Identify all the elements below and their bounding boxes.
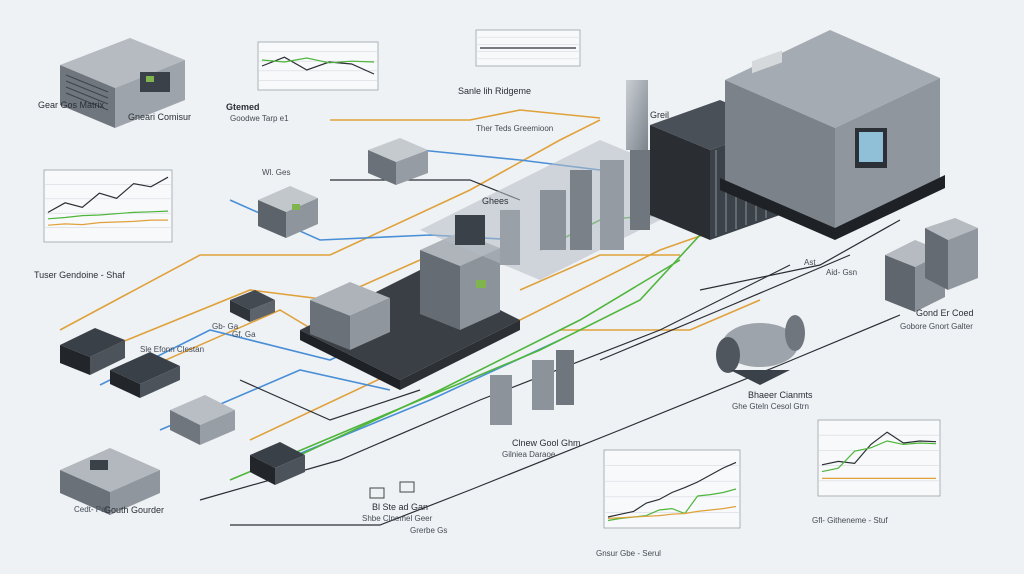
pipe-orange: [89, 259, 421, 356]
bottom-left-caption: Gouth Gourder: [104, 505, 165, 515]
right-chart-caption: Gfl- Githeneme - Stuf: [812, 516, 888, 525]
pipe-network: [59, 109, 901, 526]
chart-bottom-right: [817, 419, 941, 497]
right-unit: [885, 218, 978, 312]
pipe-orange: [330, 109, 601, 121]
chart-frame: [43, 169, 173, 243]
chart-bottom-center: [603, 449, 741, 529]
pipe-manifold: [420, 140, 720, 280]
pipe-orange: [519, 254, 680, 291]
motor-sublabel: Ghe Gteln Cesol Gtrn: [732, 402, 809, 411]
chart-series-line: [47, 176, 169, 213]
control-cabinet: [720, 30, 945, 240]
chart-series-line: [821, 431, 937, 466]
bottom-center-caption: Clnew Gool Ghm: [512, 438, 581, 448]
wire: [699, 219, 901, 291]
bottom-center-sublabel: Gilniea Daraoe: [502, 450, 556, 459]
pumps: [490, 350, 574, 425]
chart-top-left: [257, 41, 379, 91]
bottom-chart-caption: Gnsur Gbe - Serul: [596, 549, 661, 558]
chart-series-line: [261, 56, 375, 75]
left-unit-sublabel: Goodwe Tarp e1: [230, 114, 289, 123]
left-mid-tag: Gf. Ga: [232, 330, 256, 339]
motor-caption: Bhaeer Cianmts: [748, 390, 813, 400]
wire: [599, 254, 851, 361]
left-unit-caption-2: Sle Efonn Clestan: [140, 345, 205, 354]
motor: [716, 315, 805, 385]
wire: [230, 314, 901, 526]
chart-frame: [817, 419, 941, 497]
top-chart-caption: Sanle lih Ridgeme: [458, 86, 532, 96]
top-left-machine-label: Gear Gos Matrix: [38, 100, 105, 110]
pipe-green: [229, 234, 701, 481]
chart-series-line: [261, 57, 375, 64]
pipe-green: [299, 259, 681, 456]
right-unit-sublabel: Gobore Gnort Galter: [900, 322, 973, 331]
chart-top-center: [475, 29, 581, 67]
left-chart-caption: Tuser Gendoine - Shaf: [34, 270, 125, 280]
top-chart-sublabel: Ther Teds Greemioon: [476, 124, 554, 133]
bottom-cards-caption: Bl Ste ad Gan: [372, 502, 429, 512]
bottom-cards-sublabel: Shbe Clnemel Geer: [362, 514, 433, 523]
chart-series-line: [47, 210, 169, 220]
chart-series-line: [821, 440, 937, 473]
chart-left: [43, 169, 173, 243]
chart-series-line: [607, 505, 737, 519]
chart-series-line: [607, 461, 737, 518]
left-unit: [258, 186, 318, 238]
bottom-left-sublabel: Cedt- Pal: [74, 505, 108, 514]
left-unit-caption: Gtemed: [226, 102, 260, 112]
center-tag: Ghees: [482, 196, 509, 206]
mid-left-components: [60, 290, 305, 515]
pipe-orange: [560, 299, 761, 331]
right-unit-caption: Gond Er Coed: [916, 308, 974, 318]
left-tag-b: Gb- Ga: [212, 322, 239, 331]
top-left-machine: [60, 38, 185, 128]
right-tag-b: Aid- Gsn: [826, 268, 858, 277]
top-sensor: [368, 138, 428, 185]
wire: [239, 379, 421, 421]
chart-series-line: [47, 219, 168, 226]
legend-cards: [369, 481, 415, 499]
top-right-label: Greil: [650, 110, 670, 120]
chart-frame: [603, 449, 741, 529]
left-tag-a: Wl. Ges: [262, 168, 291, 177]
top-left-machine-sublabel: Gneari Comisur: [128, 112, 192, 122]
bottom-cards-sublabel-2: Grerbe Gs: [410, 526, 448, 535]
pipe-orange: [59, 119, 601, 331]
right-tag-a: Ast: [804, 258, 816, 267]
